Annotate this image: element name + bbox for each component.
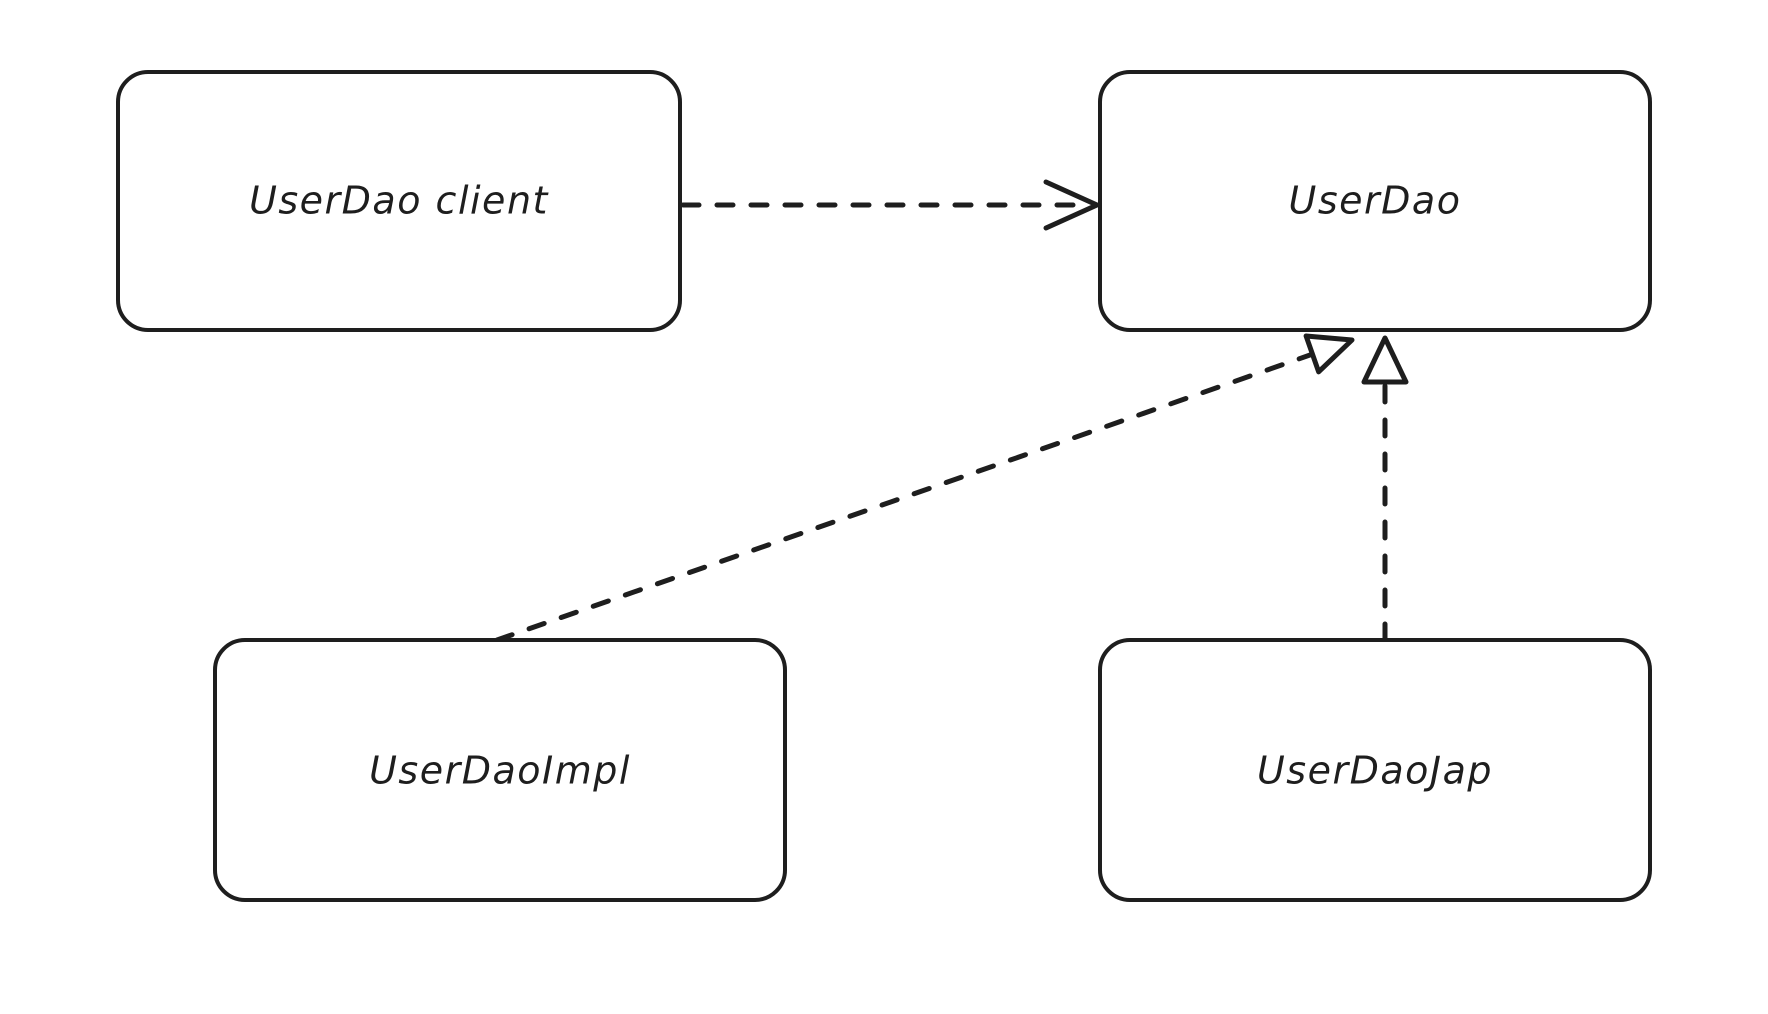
node-user-dao-impl-box bbox=[213, 638, 787, 902]
realization-dashed-line-impl bbox=[494, 345, 1333, 643]
edge-client-to-userdao[interactable] bbox=[680, 179, 1100, 231]
node-user-dao-label: UserDao bbox=[1289, 179, 1462, 223]
node-user-dao-box bbox=[1098, 70, 1652, 332]
node-user-dao[interactable]: UserDao bbox=[1098, 70, 1652, 332]
node-user-dao-jap-box bbox=[1098, 638, 1652, 902]
node-user-dao-jap[interactable]: UserDaoJap bbox=[1098, 638, 1652, 902]
edge-jap-to-userdao[interactable] bbox=[1361, 335, 1409, 643]
node-user-dao-client-box bbox=[116, 70, 682, 332]
node-user-dao-jap-label: UserDaoJap bbox=[1257, 749, 1493, 793]
node-user-dao-impl[interactable]: UserDaoImpl bbox=[213, 638, 787, 902]
node-user-dao-client-label: UserDao client bbox=[249, 179, 549, 223]
node-user-dao-client[interactable]: UserDao client bbox=[116, 70, 682, 332]
node-user-dao-impl-label: UserDaoImpl bbox=[369, 749, 631, 793]
edge-impl-to-userdao[interactable] bbox=[494, 322, 1358, 643]
hollow-triangle-arrowhead-impl-icon bbox=[1303, 333, 1355, 375]
hollow-triangle-arrowhead-jap-icon bbox=[1361, 335, 1409, 385]
open-arrowhead-icon bbox=[1043, 179, 1100, 231]
